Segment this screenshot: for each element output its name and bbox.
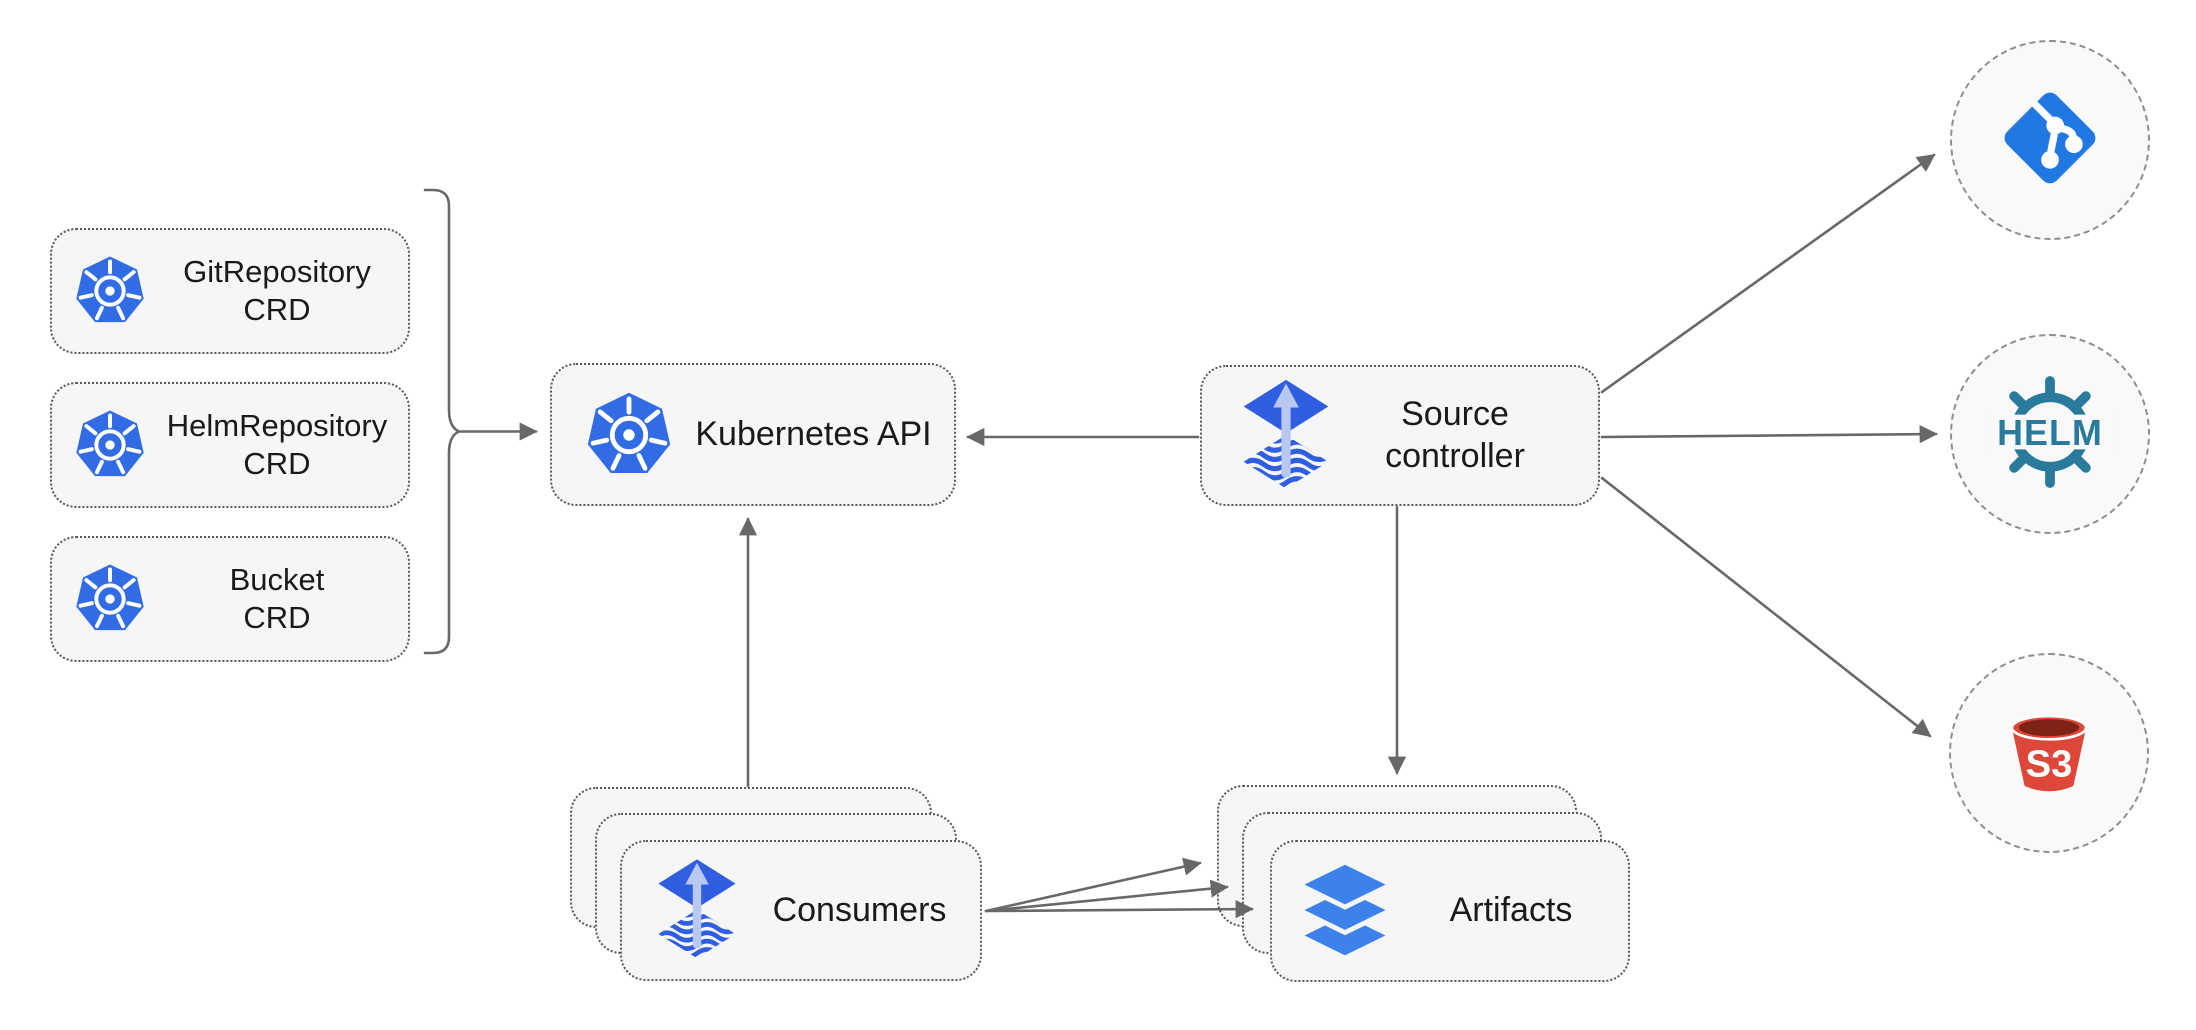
node-kubernetes-api: Kubernetes API xyxy=(550,363,956,506)
kubernetes-icon xyxy=(74,255,146,327)
node-label: GitRepository CRD xyxy=(183,254,371,327)
kubernetes-icon xyxy=(585,391,673,479)
node-label: Artifacts xyxy=(1449,891,1573,930)
node-label: Source controller xyxy=(1385,395,1525,475)
node-label: Kubernetes API xyxy=(695,414,932,453)
node-label: Consumers xyxy=(772,890,947,929)
helm-icon: HELM xyxy=(1974,356,2126,513)
arrow-consumers-to-artifacts-1 xyxy=(984,857,1202,913)
git-icon xyxy=(1998,86,2102,195)
kubernetes-icon xyxy=(74,409,146,481)
node-git-repository-crd: GitRepository CRD xyxy=(50,228,410,354)
arrow-source-controller-to-helm xyxy=(1600,425,1938,444)
helm-label: HELM xyxy=(1997,413,2103,453)
flux-icon xyxy=(655,856,739,965)
node-artifacts: Artifacts xyxy=(1270,840,1630,982)
helm-endpoint: HELM xyxy=(1950,334,2150,534)
node-label: HelmRepository CRD xyxy=(166,408,388,481)
flux-icon xyxy=(1240,376,1332,496)
layers-icon xyxy=(1296,860,1394,962)
node-consumers: Consumers xyxy=(620,840,982,981)
arrow-consumers-to-artifacts-2 xyxy=(984,879,1229,913)
arrow-source-controller-to-s3 xyxy=(1600,476,1932,738)
arrow-consumers-to-artifacts-3 xyxy=(984,900,1254,919)
node-bucket-crd: Bucket CRD xyxy=(50,536,410,662)
node-helm-repository-crd: HelmRepository CRD xyxy=(50,382,410,508)
kubernetes-icon xyxy=(74,563,146,635)
crd-group-bracket xyxy=(423,188,461,655)
s3-icon: S3 xyxy=(1996,698,2102,809)
s3-endpoint: S3 xyxy=(1949,653,2149,853)
arrow-source-controller-to-git xyxy=(1600,153,1936,394)
node-source-controller: Source controller xyxy=(1200,365,1600,506)
s3-label: S3 xyxy=(2026,742,2073,785)
node-label: Bucket CRD xyxy=(229,562,325,635)
git-endpoint xyxy=(1950,40,2150,240)
